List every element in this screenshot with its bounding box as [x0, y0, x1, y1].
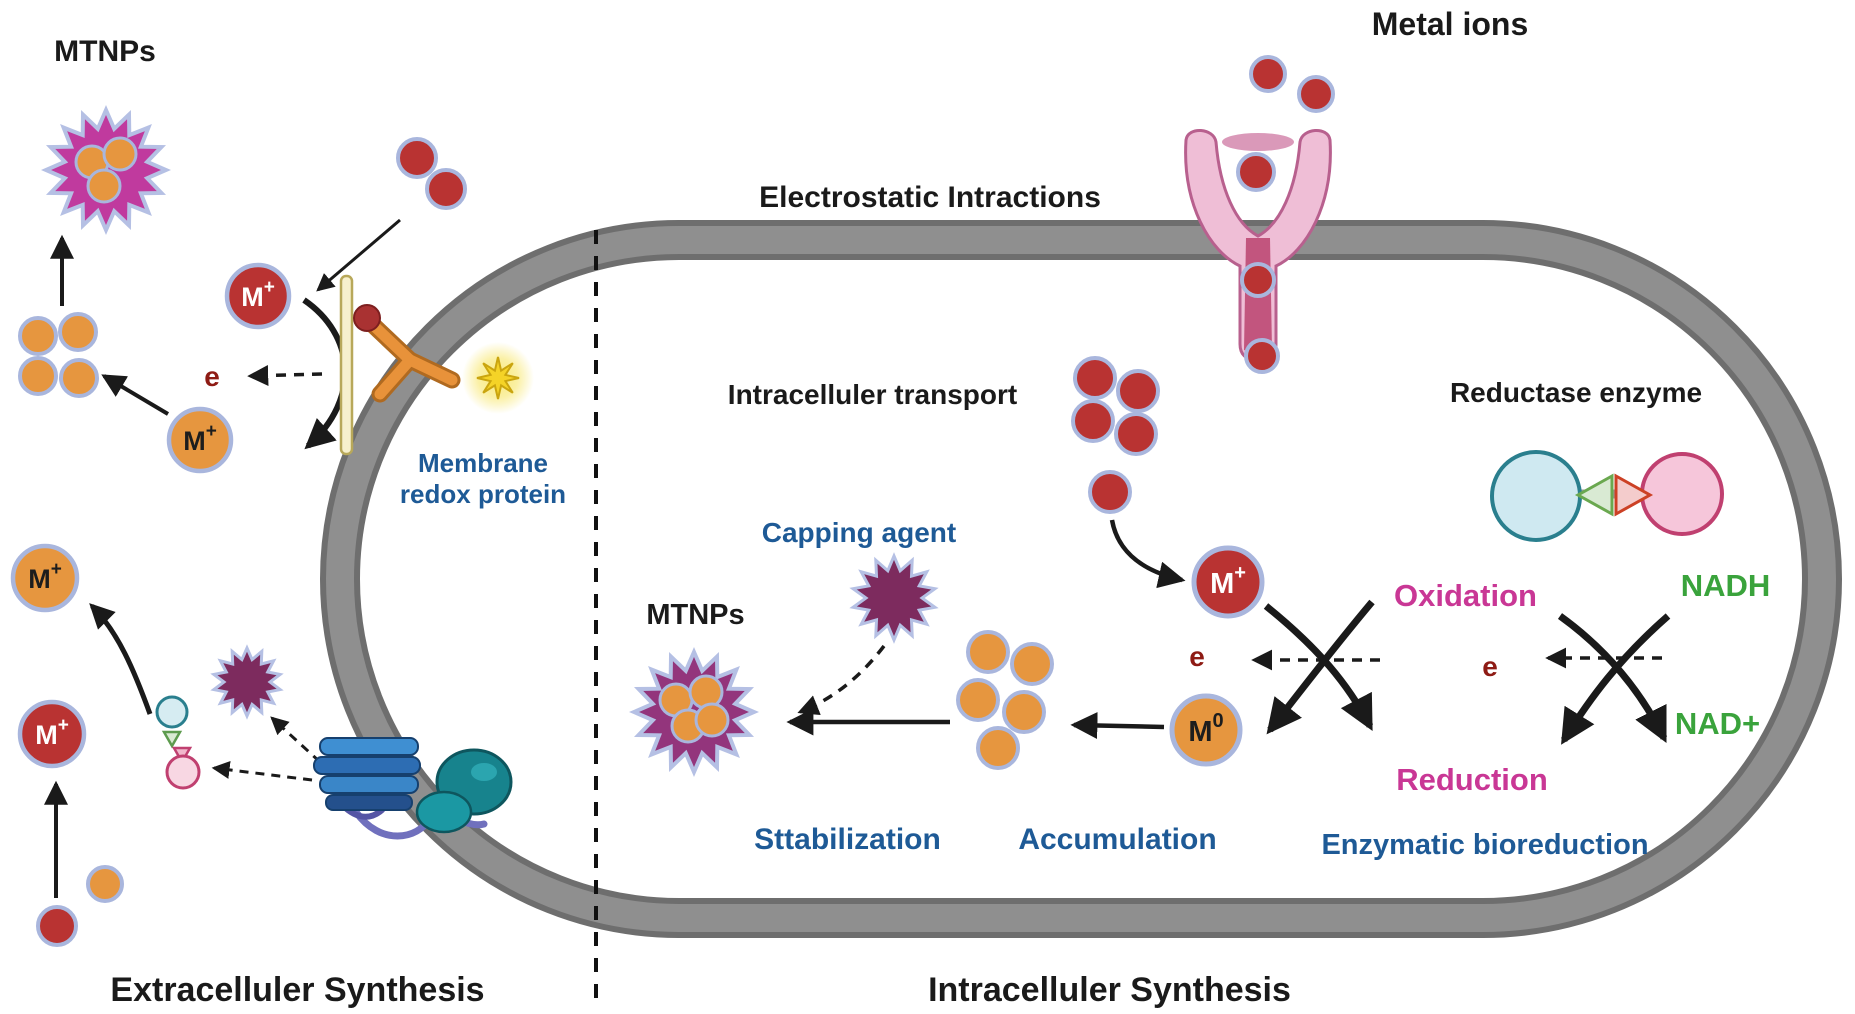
metal-ion	[1071, 399, 1115, 443]
metal-ion	[1249, 55, 1287, 93]
reduced-ion	[86, 168, 122, 204]
extracellular-region: M+ M+ M+ M+	[10, 104, 534, 947]
metal-ion	[425, 168, 467, 210]
intracellular-transport-label: Intracelluler transport	[727, 379, 1018, 410]
arrow-m0-to-cluster	[1070, 712, 1165, 740]
arrow-complex-to-nanoparticle-dashed	[270, 716, 322, 764]
reduced-ion	[688, 674, 724, 710]
capping-agent-icon	[849, 552, 939, 644]
nad-plus-label: NAD+	[1674, 706, 1761, 741]
arrow-oxidation-cross-right	[1557, 613, 1668, 744]
arrow-reduction-cross-left	[1266, 599, 1375, 735]
oxidation-label: Oxidation	[1394, 578, 1537, 613]
membrane-redox-protein-label: Membrane redox protein	[399, 448, 567, 509]
metal-ion-m-plus-intracellular: M+	[1191, 545, 1265, 619]
reduced-ion	[18, 356, 58, 396]
metal-ion	[1240, 262, 1276, 298]
membrane-protein-complex-icon	[313, 737, 513, 840]
metal-ion-m-plus: M+	[224, 262, 292, 330]
mtnp-nanoparticle-intracellular	[628, 646, 760, 778]
reduced-ion	[966, 630, 1010, 674]
svg-text:M+: M+	[28, 559, 62, 594]
intracellular-region: M+ M0	[628, 55, 1724, 778]
reductase-enzyme-icon	[1490, 450, 1724, 542]
membrane-redox-protein-icon	[353, 304, 461, 403]
reduced-ion	[694, 702, 730, 738]
reductase-pink-subunit	[1640, 452, 1724, 536]
nanoparticle-small-extracellular	[210, 644, 284, 720]
svg-text:M+: M+	[35, 715, 69, 750]
metal-ion	[1244, 338, 1280, 374]
reduced-ion	[102, 136, 138, 172]
reduced-ion	[18, 316, 58, 356]
metal-ion	[1297, 75, 1335, 113]
arrow-transport-to-ion	[1109, 519, 1186, 589]
reduction-label: Reduction	[1396, 762, 1548, 797]
reduced-ion-cluster-extracellular	[18, 312, 99, 398]
svg-text:M+: M+	[241, 277, 275, 312]
reduced-ion	[976, 726, 1020, 770]
metal-ion-m-plus-lower: M+	[17, 699, 87, 769]
reductase-enzyme-label: Reductase enzyme	[1449, 377, 1703, 408]
arrow-oxidation-cross-left	[1263, 603, 1374, 731]
reduced-ion	[59, 358, 99, 398]
stabilization-label: Sttabilization	[754, 823, 941, 856]
metal-ion	[1073, 356, 1117, 400]
enzymatic-bioreduction-label: Enzymatic bioreduction	[1321, 829, 1649, 861]
extracellular-synthesis-caption: Extracelluler Synthesis	[110, 971, 485, 1009]
membrane-anchor-bar	[339, 274, 354, 456]
green-arrowhead	[1574, 473, 1614, 517]
reductase-blue-subunit	[1490, 450, 1582, 542]
arrow-reduction-cross-right	[1561, 613, 1671, 745]
svg-text:M+: M+	[1210, 562, 1246, 600]
pink-arrowhead	[1614, 473, 1654, 517]
accumulation-label: Accumulation	[1018, 823, 1217, 856]
sparkle-icon	[462, 342, 534, 414]
reduced-ion	[1002, 690, 1046, 734]
electron-label-intracellular-left: e	[1189, 641, 1205, 672]
mtnps-intracellular-label: MTNPs	[646, 599, 745, 631]
mtnps-extracellular-label: MTNPs	[54, 35, 156, 68]
arrow-ion-to-cluster	[101, 374, 170, 416]
arrow-capping-dashed	[797, 644, 886, 715]
reduced-ion-m-plus: M+	[166, 406, 234, 474]
cofactor-pair-icon	[155, 695, 201, 790]
capping-agent-label: Capping agent	[761, 517, 957, 548]
nadh-label: NADH	[1680, 568, 1771, 603]
electrostatic-interactions-label: Electrostatic Intractions	[759, 181, 1101, 214]
ion-channel-protein-icon	[1184, 129, 1332, 374]
reduced-ion	[1010, 642, 1054, 686]
metal-ion-cluster-intracellular	[1071, 356, 1160, 514]
reduced-ion-m-zero: M0	[1169, 693, 1243, 767]
metal-ion	[396, 137, 438, 179]
arrow-ions-to-membrane	[316, 218, 401, 292]
arrow-electron-transfer-dashed	[247, 364, 323, 386]
svg-text:M0: M0	[1188, 710, 1223, 748]
electron-label-intracellular-right: e	[1482, 651, 1498, 682]
arrow-reduction-curve	[302, 297, 349, 450]
metal-ion	[1116, 369, 1160, 413]
electron-label-extracellular: e	[204, 361, 220, 392]
reduced-ion	[956, 678, 1000, 722]
metal-ion	[1236, 152, 1276, 192]
metal-ion	[1114, 412, 1158, 456]
metal-ions-label: Metal ions	[1371, 6, 1529, 42]
cell-membrane	[320, 220, 1842, 938]
reduced-ion-m-plus-lower: M+	[10, 543, 80, 613]
arrow-complex-to-cofactor-dashed	[211, 760, 313, 782]
intracellular-synthesis-caption: Intracelluler Synthesis	[928, 971, 1291, 1009]
bound-metal-ion	[353, 304, 381, 332]
reduced-ion	[86, 865, 124, 903]
metal-ion	[1088, 470, 1132, 514]
svg-text:M+: M+	[183, 421, 217, 456]
reduced-ion-cluster-intracellular	[956, 630, 1054, 770]
mtnp-nanoparticle-extracellular	[40, 104, 172, 236]
reduced-ion	[58, 312, 98, 352]
metal-ion	[36, 905, 78, 947]
arrow-oxidized-to-reduced	[89, 603, 153, 715]
